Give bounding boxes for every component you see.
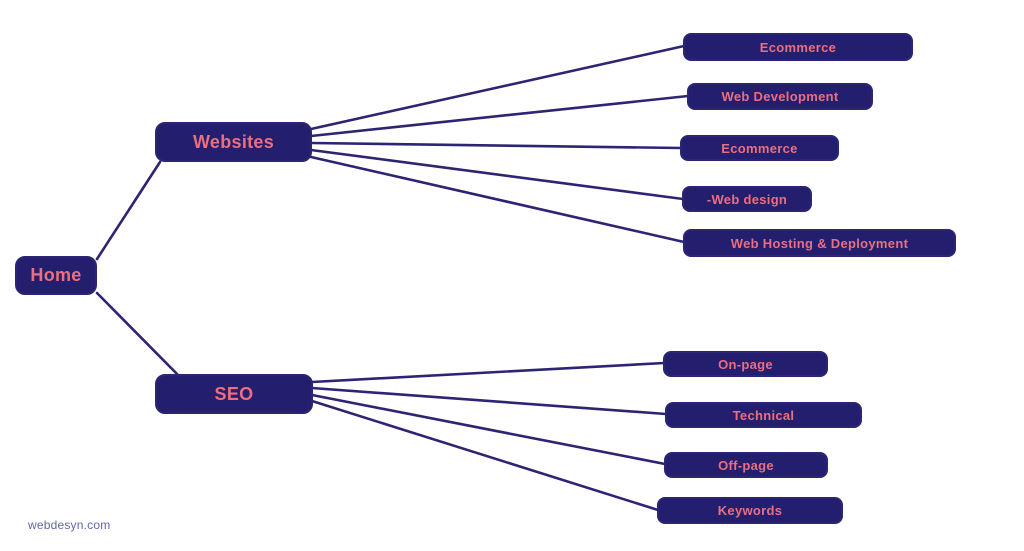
connector-home-websites: [95, 160, 162, 261]
connector-seo-technical: [310, 386, 668, 416]
connector-websites-ecommerce1: [309, 44, 686, 131]
connector-websites-ecommerce2: [309, 141, 683, 150]
connector-seo-keywords: [310, 399, 660, 512]
node-web-hosting-deployment[interactable]: Web Hosting & Deployment: [683, 229, 956, 257]
node-web-design[interactable]: -Web design: [682, 186, 812, 212]
connector-websites-webhosting: [309, 155, 686, 244]
connector-websites-webdev: [309, 94, 690, 138]
connector-seo-offpage: [310, 393, 667, 466]
node-home[interactable]: Home: [15, 256, 97, 295]
node-seo[interactable]: SEO: [155, 374, 313, 414]
connector-home-seo: [95, 291, 182, 379]
node-ecommerce-1[interactable]: Ecommerce: [683, 33, 913, 61]
node-off-page[interactable]: Off-page: [664, 452, 828, 478]
node-ecommerce-2[interactable]: Ecommerce: [680, 135, 839, 161]
node-on-page[interactable]: On-page: [663, 351, 828, 377]
connector-seo-onpage: [310, 361, 666, 384]
watermark-text: webdesyn.com: [28, 518, 111, 532]
connector-websites-webdesign: [309, 148, 685, 201]
node-keywords[interactable]: Keywords: [657, 497, 843, 524]
node-technical[interactable]: Technical: [665, 402, 862, 428]
node-web-development[interactable]: Web Development: [687, 83, 873, 110]
node-websites[interactable]: Websites: [155, 122, 312, 162]
